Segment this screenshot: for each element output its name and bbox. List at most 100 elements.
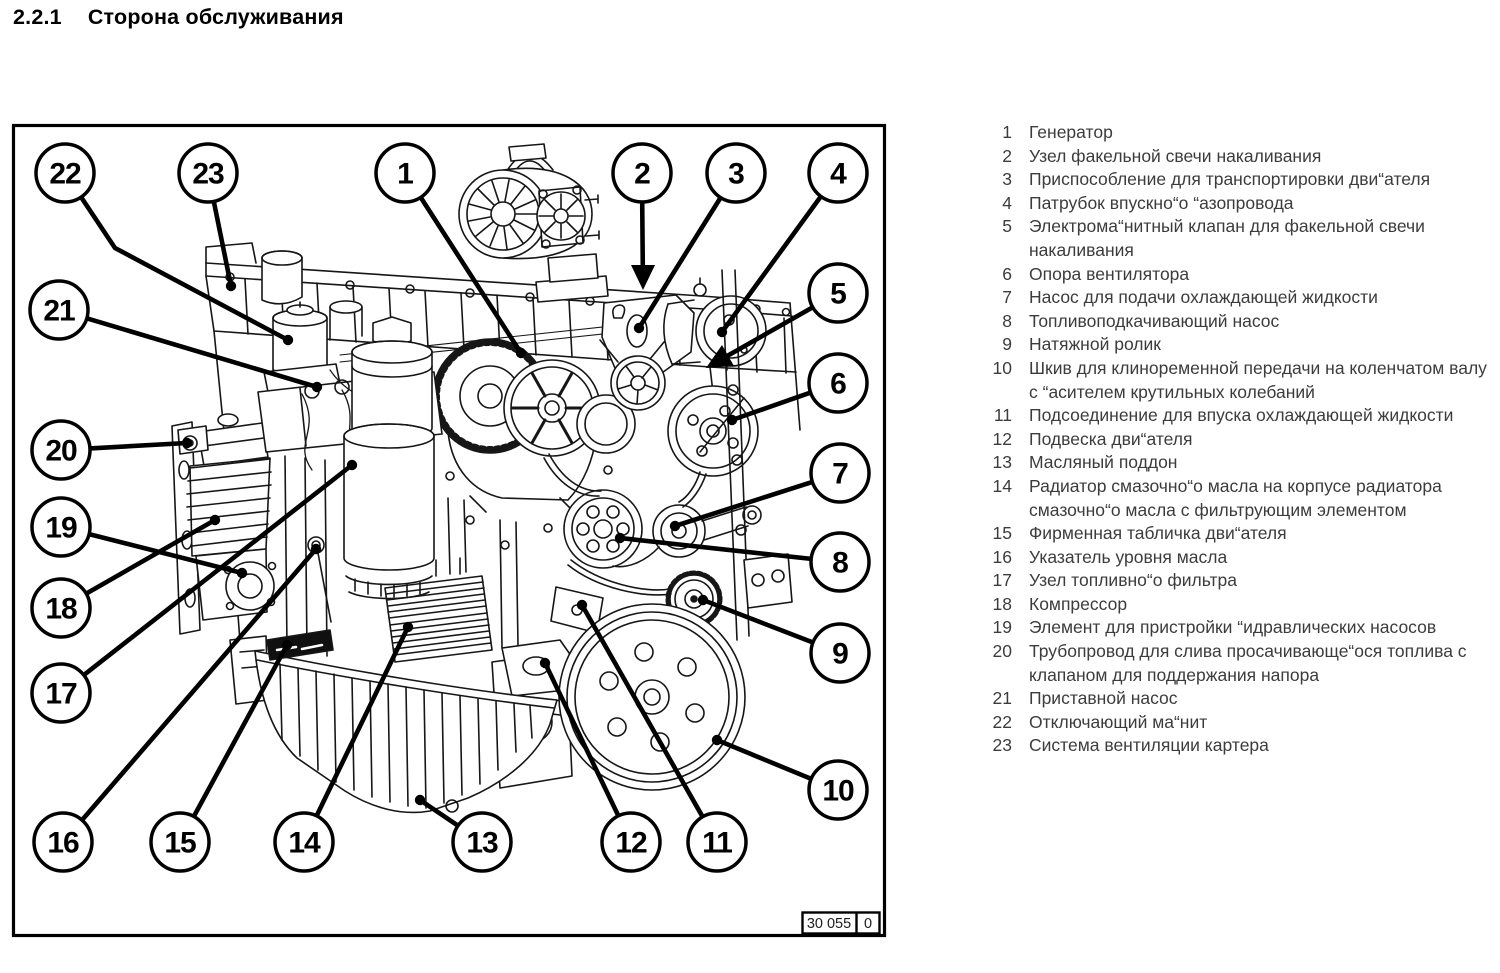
legend-item-number: 17 xyxy=(992,570,1012,591)
callout-leader-2 xyxy=(639,199,646,270)
callout-leader-18 xyxy=(83,517,218,596)
legend-item-number: 4 xyxy=(1002,192,1012,213)
legend-item-text: Шкив для клиноременной передачи на колен… xyxy=(1029,357,1487,402)
callout-dot-18 xyxy=(209,514,221,526)
legend-item-number: 22 xyxy=(992,711,1012,732)
callout-leader-1 xyxy=(418,195,524,356)
callout-dot-21 xyxy=(311,381,323,393)
legend-item: 10 Шкив для клиноременной передачи на кол… xyxy=(988,357,1493,404)
callout-leader-22 xyxy=(78,194,291,343)
figure-ref-rev: 0 xyxy=(864,916,872,932)
legend-item-text: Указатель уровня масла xyxy=(1029,546,1228,567)
legend-item-text: Компрессор xyxy=(1029,593,1128,614)
legend-item-text: Радиатор смазочно“о масла на корпусе рад… xyxy=(1029,475,1442,520)
callout-leader-6 xyxy=(729,390,813,423)
callout-dot-1 xyxy=(515,347,527,359)
callout-circle-16 xyxy=(32,811,94,873)
engine-drawing xyxy=(171,143,801,814)
callout-dot-15 xyxy=(281,639,293,651)
callout-circle-19 xyxy=(30,496,92,558)
callout-circle-22 xyxy=(34,142,96,204)
legend-item-text: Приспособление для транспортировки дви“а… xyxy=(1029,169,1431,190)
callout-number-7: 7 xyxy=(832,458,848,491)
legend-item-text: Элемент для пристройки “идравлических на… xyxy=(1029,617,1437,638)
callout-leader-13 xyxy=(417,797,461,829)
fuel-filter xyxy=(343,316,435,600)
callout-dot-4 xyxy=(716,326,728,338)
callout-dot-11 xyxy=(576,599,588,611)
legend-item-text: Опора вентилятора xyxy=(1029,263,1190,284)
intake-pipe xyxy=(663,277,767,367)
callout-circle-14 xyxy=(273,811,335,873)
callout-circle-10 xyxy=(807,759,869,821)
legend-item: 21 Приставной насос xyxy=(988,687,1493,711)
legend-item-number: 9 xyxy=(1002,334,1012,355)
callout-number-23: 23 xyxy=(192,158,224,191)
callout-leader-17 xyxy=(81,462,355,678)
legend-item-text: Натяжной ролик xyxy=(1029,334,1161,355)
legend-item-text: Подвеска дви“ателя xyxy=(1029,428,1193,449)
callout-leader-21 xyxy=(84,315,320,390)
legend-item-number: 8 xyxy=(1002,310,1012,331)
drive-belt xyxy=(543,453,707,596)
callout-leader-5 xyxy=(723,304,816,359)
legend-item: 9 Натяжной ролик xyxy=(988,333,1493,357)
legend-item-number: 15 xyxy=(992,523,1012,544)
legend-item-text: Трубопровод для слива просачивающе“ося т… xyxy=(1029,641,1467,685)
callout-dot-17 xyxy=(346,459,358,471)
callout-dot-6 xyxy=(726,414,738,426)
front-pulleys xyxy=(563,339,762,628)
callout-circle-13 xyxy=(451,811,513,873)
callout-number-1: 1 xyxy=(397,158,413,191)
callout-leader-12 xyxy=(542,660,621,819)
legend-item-number: 14 xyxy=(992,475,1012,496)
callout-leader-8 xyxy=(617,535,814,562)
callout-leader-19 xyxy=(86,531,245,576)
callout-dot-10 xyxy=(711,734,723,746)
callout-circle-17 xyxy=(30,662,92,724)
section-title-text: Сторона обслуживания xyxy=(87,5,344,29)
callout-circle-18 xyxy=(30,577,92,639)
legend-item-number: 21 xyxy=(992,688,1012,709)
callout-number-13: 13 xyxy=(466,827,498,860)
callout-leader-20 xyxy=(87,440,190,451)
callout-circle-11 xyxy=(686,811,748,873)
callout-number-5: 5 xyxy=(830,278,846,311)
callout-circle-5 xyxy=(807,262,869,324)
callout-number-20: 20 xyxy=(45,435,77,468)
legend-item-number: 10 xyxy=(992,357,1012,378)
callout-number-16: 16 xyxy=(47,827,79,860)
legend-item-text: Приставной насос xyxy=(1029,688,1178,709)
callout-number-11: 11 xyxy=(702,827,732,860)
callout-arrow-2 xyxy=(631,265,655,290)
callout-dot-19 xyxy=(236,567,248,579)
callout-leader-16 xyxy=(79,546,319,823)
callout-circle-12 xyxy=(600,811,662,873)
legend-item-number: 19 xyxy=(992,617,1012,638)
legend-item: 14 Радиатор смазочно“о масла на корпусе р… xyxy=(988,475,1493,522)
legend-item-text: Система вентиляции картера xyxy=(1029,735,1269,756)
callout-leader-4 xyxy=(719,194,824,335)
callout-dot-23 xyxy=(225,280,237,292)
callout-leader-3 xyxy=(636,195,723,331)
callout-circle-20 xyxy=(30,419,92,481)
legend-item-number: 23 xyxy=(992,735,1012,756)
callout-dot-20 xyxy=(181,437,193,449)
legend-item: 23 Система вентиляции картера xyxy=(988,734,1493,758)
fan-drive-unit xyxy=(458,143,609,303)
legend-item-text: Подсоединение для впуска охлаждающей жид… xyxy=(1029,405,1454,426)
callout-number-19: 19 xyxy=(45,512,77,545)
callout-circle-4 xyxy=(807,142,869,204)
